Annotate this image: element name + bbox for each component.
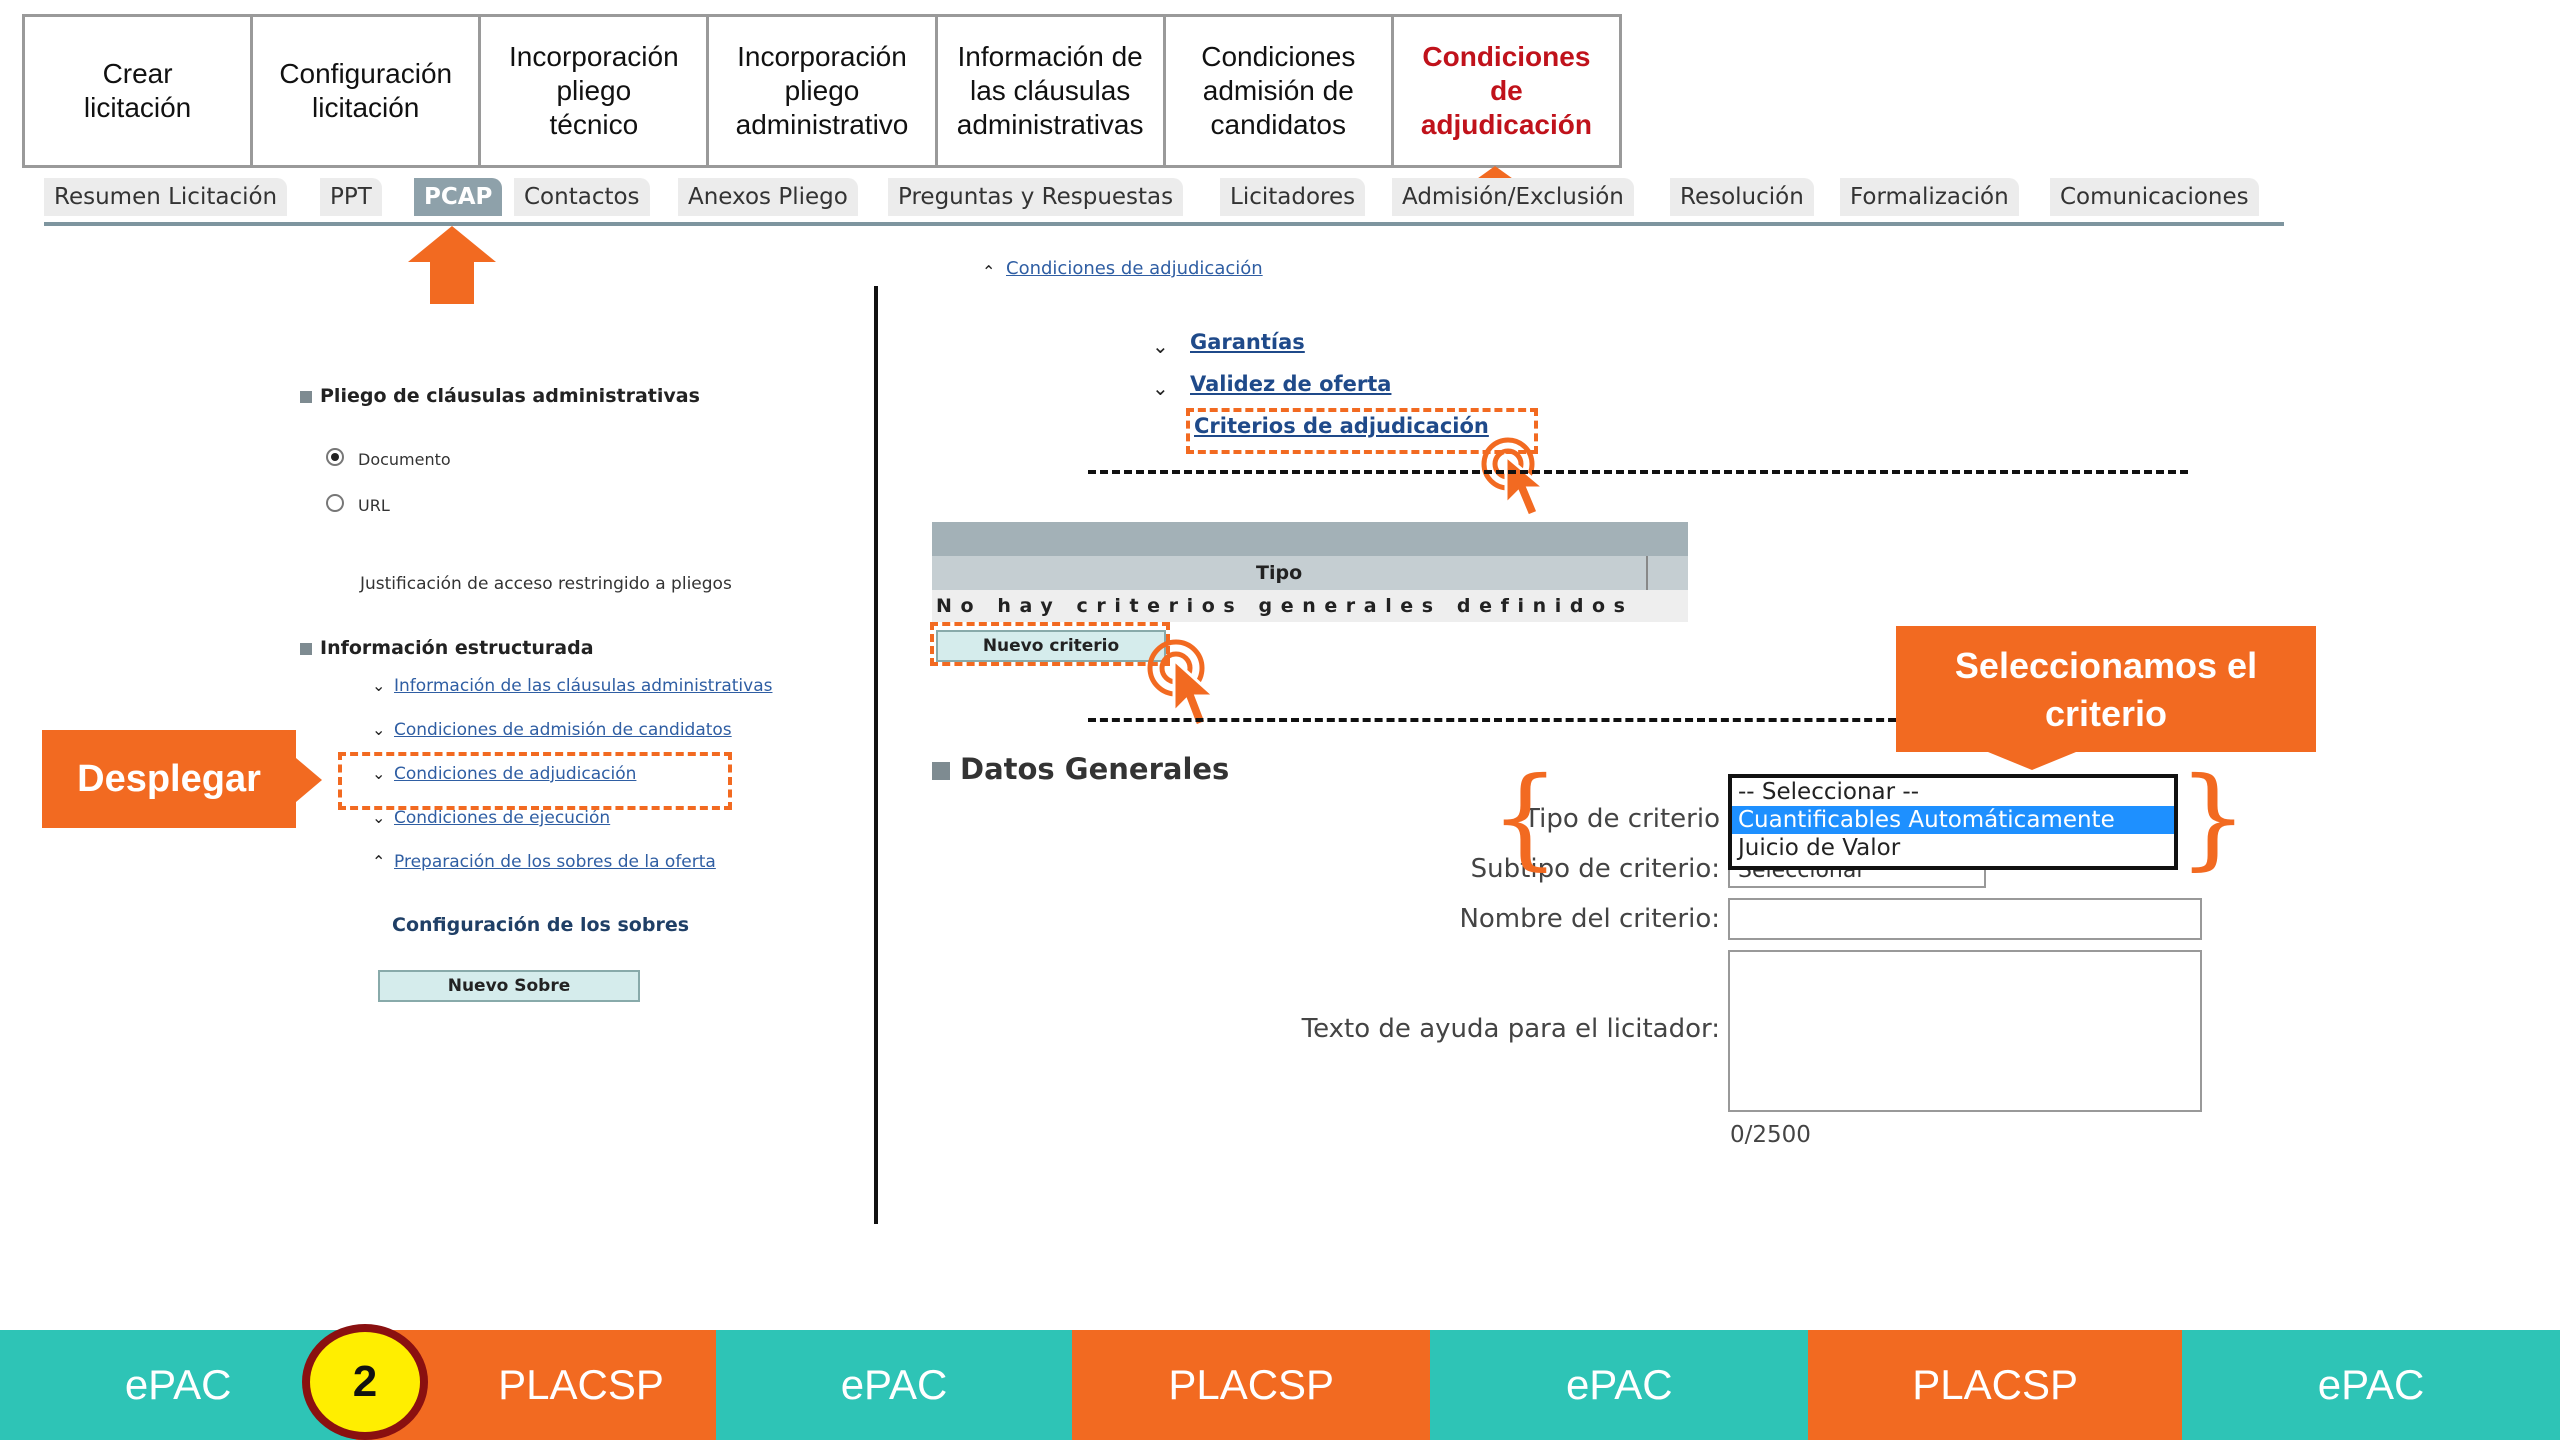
pliego-section-title: Pliego de cláusulas administrativas bbox=[300, 385, 700, 407]
info-estructurada-title: Información estructurada bbox=[300, 637, 594, 659]
link-condiciones-adjudicacion[interactable]: Condiciones de adjudicación bbox=[394, 764, 637, 784]
dropdown-option-juicio-valor[interactable]: Juicio de Valor bbox=[1738, 835, 1901, 861]
tab-licitadores[interactable]: Licitadores bbox=[1220, 178, 1366, 216]
tab-resumen-licitacion[interactable]: Resumen Licitación bbox=[44, 178, 288, 216]
table-top-bar bbox=[932, 522, 1688, 556]
step-crear-licitacion[interactable]: Crear licitación bbox=[25, 17, 254, 165]
link-condiciones-ejecucion[interactable]: Condiciones de ejecución bbox=[394, 808, 611, 828]
tab-ppt[interactable]: PPT bbox=[320, 178, 382, 216]
tab-resolucion[interactable]: Resolución bbox=[1670, 178, 1814, 216]
chevron-down-icon: ⌄ bbox=[372, 764, 386, 783]
chevron-down-icon: ⌄ bbox=[372, 808, 386, 827]
right-brace-icon: } bbox=[2178, 753, 2248, 881]
highlight-condiciones-adjudicacion bbox=[338, 752, 732, 810]
link-validez-oferta[interactable]: Validez de oferta bbox=[1190, 372, 1392, 396]
tab-anexos-pliego[interactable]: Anexos Pliego bbox=[678, 178, 858, 216]
bottom-segment-epac: ePAC bbox=[1430, 1330, 1809, 1440]
step-number-inner: 2 bbox=[310, 1332, 420, 1432]
click-pointer-icon bbox=[1481, 437, 1549, 518]
chevron-down-icon: ⌄ bbox=[372, 676, 386, 695]
link-criterios-adjudicacion[interactable]: Criterios de adjudicación bbox=[1194, 414, 1489, 438]
step-pliego-administrativo[interactable]: Incorporación pliego administrativo bbox=[709, 17, 938, 165]
dropdown-option-cuantificables[interactable]: Cuantificables Automáticamente bbox=[1732, 806, 2174, 834]
char-counter: 0/2500 bbox=[1730, 1122, 1811, 1148]
dropdown-option-seleccionar[interactable]: -- Seleccionar -- bbox=[1738, 779, 1919, 805]
separator-dashed-2 bbox=[1088, 718, 1908, 722]
link-garantias[interactable]: Garantías bbox=[1190, 330, 1305, 354]
tab-admision-exclusion[interactable]: Admisión/Exclusión bbox=[1392, 178, 1634, 216]
bottom-segment-epac: ePAC bbox=[2182, 1330, 2560, 1440]
tab-comunicaciones[interactable]: Comunicaciones bbox=[2050, 178, 2259, 216]
radio-url[interactable] bbox=[326, 494, 344, 512]
radio-url-label: URL bbox=[358, 496, 390, 515]
step-clausulas-administrativas[interactable]: Información de las cláusulas administrat… bbox=[938, 17, 1166, 165]
chevron-down-icon: ⌄ bbox=[1152, 376, 1169, 400]
nuevo-criterio-button[interactable]: Nuevo criterio bbox=[936, 630, 1166, 662]
bottom-segment-epac: ePAC bbox=[0, 1330, 357, 1440]
bottom-segment-placsp: PLACSP bbox=[1072, 1330, 1431, 1440]
pcap-arrow-icon bbox=[408, 226, 496, 262]
panel-divider bbox=[874, 286, 878, 1224]
link-preparacion-sobres[interactable]: Preparación de los sobres de la oferta bbox=[394, 852, 716, 872]
datos-generales-label: Datos Generales bbox=[960, 752, 1230, 786]
bottom-segment-placsp: PLACSP bbox=[1808, 1330, 2183, 1440]
separator-dashed-1 bbox=[1088, 470, 2188, 474]
step-pliego-tecnico[interactable]: Incorporación pliego técnico bbox=[481, 17, 710, 165]
link-admision-candidatos[interactable]: Condiciones de admisión de candidatos bbox=[394, 720, 732, 740]
seleccionamos-arrow-icon bbox=[1988, 752, 2076, 770]
pcap-arrow-stem bbox=[430, 260, 474, 304]
nombre-criterio-label: Nombre del criterio: bbox=[1459, 904, 1720, 934]
texto-ayuda-label: Texto de ayuda para el licitador: bbox=[1301, 1014, 1720, 1044]
subtipo-criterio-label: Subtipo de criterio: bbox=[1470, 854, 1720, 884]
desplegar-callout: Desplegar bbox=[42, 730, 296, 828]
chevron-down-icon: ⌄ bbox=[1152, 334, 1169, 358]
click-pointer-icon bbox=[1147, 639, 1218, 728]
tab-formalizacion[interactable]: Formalización bbox=[1840, 178, 2019, 216]
tipo-criterio-dropdown[interactable]: -- Seleccionar -- Cuantificables Automát… bbox=[1728, 774, 2178, 870]
chevron-down-icon: ⌄ bbox=[372, 720, 386, 739]
section-square-icon bbox=[932, 762, 950, 780]
process-steps: Crear licitación Configuración licitació… bbox=[22, 14, 1622, 168]
seleccionamos-callout: Seleccionamos el criterio bbox=[1896, 626, 2316, 752]
justificacion-label: Justificación de acceso restringido a pl… bbox=[360, 574, 732, 594]
table-header-row: Tipo bbox=[932, 556, 1688, 590]
tab-bar: Resumen Licitación PPT PCAP Contactos An… bbox=[44, 178, 2284, 226]
highlight-nuevo-criterio bbox=[930, 622, 1170, 666]
step-number-badge: 2 bbox=[302, 1324, 428, 1440]
step-configuracion-licitacion[interactable]: Configuración licitación bbox=[253, 17, 482, 165]
table-header-divider bbox=[1646, 556, 1648, 590]
step-condiciones-adjudicacion[interactable]: Condiciones de adjudicación bbox=[1420, 41, 1592, 140]
tab-contactos[interactable]: Contactos bbox=[514, 178, 650, 216]
bottom-segment-epac: ePAC bbox=[715, 1330, 1073, 1440]
bottom-platform-bar: ePAC PLACSP ePAC PLACSP ePAC PLACSP ePAC bbox=[0, 1330, 2560, 1440]
highlight-criterios bbox=[1186, 408, 1538, 454]
nombre-criterio-input[interactable] bbox=[1728, 898, 2202, 940]
left-brace-icon: { bbox=[1490, 753, 1560, 881]
tipo-criterio-label: Tipo de criterio bbox=[1524, 804, 1720, 834]
no-criterios-text: No hay criterios generales definidos bbox=[936, 595, 1634, 617]
radio-documento-label: Documento bbox=[358, 450, 451, 469]
step-number-text: 2 bbox=[352, 1357, 378, 1406]
step-admision-candidatos[interactable]: Condiciones admisión de candidatos bbox=[1166, 17, 1394, 165]
radio-documento[interactable] bbox=[326, 448, 344, 466]
tab-preguntas-respuestas[interactable]: Preguntas y Respuestas bbox=[888, 178, 1184, 216]
criterios-table: Tipo No hay criterios generales definido… bbox=[932, 522, 1688, 622]
tab-pcap[interactable]: PCAP bbox=[414, 178, 503, 216]
chevron-up-icon: ⌃ bbox=[982, 262, 996, 281]
nuevo-sobre-button[interactable]: Nuevo Sobre bbox=[378, 970, 640, 1002]
link-info-clausulas[interactable]: Información de las cláusulas administrat… bbox=[394, 676, 773, 696]
breadcrumb-condiciones-adjudicacion[interactable]: Condiciones de adjudicación bbox=[1006, 258, 1263, 279]
texto-ayuda-textarea[interactable] bbox=[1728, 950, 2202, 1112]
desplegar-arrow-icon bbox=[296, 758, 322, 802]
datos-generales-title: Datos Generales bbox=[932, 752, 1229, 786]
table-header-tipo: Tipo bbox=[1256, 562, 1303, 584]
chevron-up-icon: ⌃ bbox=[372, 852, 386, 871]
config-sobres-title: Configuración de los sobres bbox=[392, 914, 690, 936]
